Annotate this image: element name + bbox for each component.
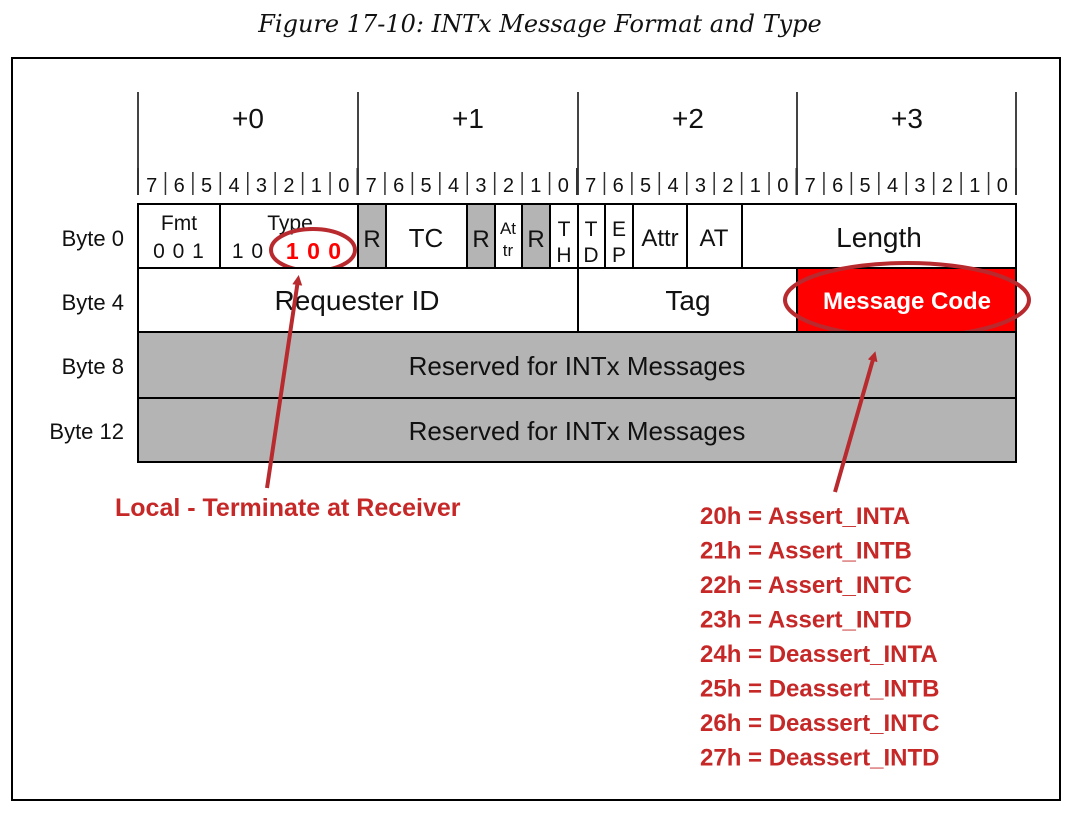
field-r-label-1: R xyxy=(363,226,380,253)
bit-label: 1 xyxy=(311,175,322,197)
row-label-byte-0: Byte 0 xyxy=(62,226,124,251)
bit-label: 4 xyxy=(887,175,898,197)
bit-label: 6 xyxy=(174,175,185,197)
bit-label: 3 xyxy=(475,175,486,197)
row-label-byte-4: Byte 4 xyxy=(62,290,124,315)
field-fmt-value: 0 0 1 xyxy=(153,240,205,263)
bit-label: 0 xyxy=(997,175,1008,197)
arrow-to-message-code xyxy=(833,351,878,493)
row-byte-12: Reserved for INTx Messages xyxy=(137,397,1017,463)
bit-label: 0 xyxy=(558,175,569,197)
bit-label: 3 xyxy=(256,175,267,197)
message-code-item: 22h = Assert_INTC xyxy=(700,572,912,599)
field-ep-top: E xyxy=(612,218,626,241)
row-label-byte-12: Byte 12 xyxy=(49,419,124,444)
field-th-bottom: H xyxy=(556,244,571,267)
field-fmt: Fmt xyxy=(161,212,197,235)
bit-label: 7 xyxy=(146,175,157,197)
field-attr-bottom: tr xyxy=(503,241,514,260)
bit-label: 0 xyxy=(777,175,788,197)
field-message-code-bg xyxy=(796,267,1017,333)
message-code-item: 21h = Assert_INTB xyxy=(700,538,912,565)
bit-label: 5 xyxy=(860,175,871,197)
bit-label: 3 xyxy=(695,175,706,197)
field-r-3 xyxy=(521,203,551,269)
byte-offset-2: +2 xyxy=(672,103,704,134)
bit-label: 5 xyxy=(421,175,432,197)
figure-frame xyxy=(11,57,1061,801)
row-byte-0: Fmt 0 0 1 Type 1 0 1 0 0 R TC R At tr R … xyxy=(137,203,1017,273)
bit-label: 2 xyxy=(942,175,953,197)
field-reserved-8: Reserved for INTx Messages xyxy=(409,351,746,381)
field-r-1 xyxy=(357,203,387,269)
message-code-list: 20h = Assert_INTA 21h = Assert_INTB 22h = … xyxy=(700,503,939,772)
field-attr: Attr xyxy=(641,225,678,252)
field-at: AT xyxy=(700,225,729,252)
bit-label: 5 xyxy=(201,175,212,197)
field-tag: Tag xyxy=(665,285,710,316)
field-r-2 xyxy=(466,203,496,269)
byte-offset-3: +3 xyxy=(891,103,923,134)
bit-label: 4 xyxy=(667,175,678,197)
field-r-label-3: R xyxy=(527,226,544,253)
bit-label: 5 xyxy=(640,175,651,197)
message-code-item: 27h = Deassert_INTD xyxy=(700,745,939,772)
bit-label: 6 xyxy=(393,175,404,197)
bit-label: 4 xyxy=(228,175,239,197)
message-code-item: 25h = Deassert_INTB xyxy=(700,676,939,703)
bit-label: 6 xyxy=(613,175,624,197)
row-byte-8: Reserved for INTx Messages xyxy=(137,331,1017,399)
bit-label: 6 xyxy=(832,175,843,197)
field-length: Length xyxy=(836,222,922,253)
annotation-local: Local - Terminate at Receiver xyxy=(115,494,461,522)
field-td-bottom: D xyxy=(583,244,598,267)
byte-offset-1: +1 xyxy=(452,103,484,134)
field-message-code: Message Code xyxy=(823,288,991,315)
field-type-value-prefix: 1 0 xyxy=(232,240,264,263)
bit-label: 2 xyxy=(283,175,294,197)
message-code-item: 24h = Deassert_INTA xyxy=(700,641,938,668)
field-r-label-2: R xyxy=(472,226,489,253)
message-code-item: 26h = Deassert_INTC xyxy=(700,710,939,737)
bit-label: 4 xyxy=(448,175,459,197)
bit-label: 3 xyxy=(914,175,925,197)
bit-label: 7 xyxy=(366,175,377,197)
field-type-value-highlight: 1 0 0 xyxy=(286,238,342,264)
row-labels: Byte 0 Byte 4 Byte 8 Byte 12 xyxy=(49,226,124,444)
field-th-top: T xyxy=(558,218,571,241)
field-td-top: T xyxy=(585,218,598,241)
field-ep-bottom: P xyxy=(612,244,626,267)
field-reserved-12: Reserved for INTx Messages xyxy=(409,416,746,446)
bit-label: 2 xyxy=(503,175,514,197)
bit-label: 1 xyxy=(750,175,761,197)
message-code-item: 20h = Assert_INTA xyxy=(700,503,910,530)
field-tc: TC xyxy=(409,223,444,253)
bit-label: 1 xyxy=(530,175,541,197)
field-requester-id: Requester ID xyxy=(275,285,440,316)
row-label-byte-8: Byte 8 xyxy=(62,354,124,379)
row-byte-4: Requester ID Tag Message Code xyxy=(137,261,1031,339)
bit-label: 7 xyxy=(585,175,596,197)
field-attr-top: At xyxy=(500,219,516,238)
figure-caption: Figure 17-10: INTx Message Format and Ty… xyxy=(258,10,822,38)
bit-label: 7 xyxy=(805,175,816,197)
byte-offset-0: +0 xyxy=(232,103,264,134)
arrow-to-type xyxy=(265,275,303,489)
bit-label: 0 xyxy=(338,175,349,197)
message-code-item: 23h = Assert_INTD xyxy=(700,607,912,634)
bit-label: 2 xyxy=(722,175,733,197)
bit-label: 1 xyxy=(969,175,980,197)
